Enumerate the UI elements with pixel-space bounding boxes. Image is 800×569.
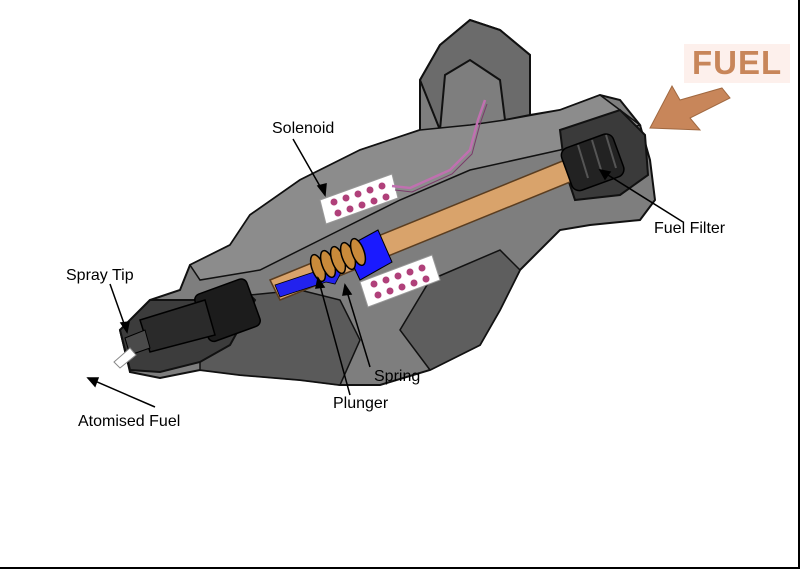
spring-coil [309,237,367,283]
solenoid-coil-upper [319,173,399,225]
atomised-spray [113,347,137,369]
solenoid-coil-lower [359,254,441,308]
label-spray-tip: Spray Tip [66,267,134,284]
label-fuel-filter: Fuel Filter [654,220,726,237]
label-atomised-fuel: Atomised Fuel [78,413,181,430]
label-plunger: Plunger [333,395,389,412]
solenoid-leader-arrowhead [316,183,327,197]
fuel-filter-leader [599,169,684,223]
atomised-fuel-leader-arrowhead [86,377,100,388]
spring-leader-arrowhead [342,283,353,296]
spray-tip-nozzle [124,278,261,356]
label-spring: Spring [374,368,421,385]
spray-tip-leader-arrowhead [119,321,130,334]
fuel-inlet-arrow [649,84,731,131]
fuel-filter-element [560,133,625,192]
spring-leader [344,284,371,368]
label-fuel: FUEL [684,44,791,83]
solenoid-wire-shadow [394,103,488,193]
fuel-filter-leader-arrowhead [598,168,612,181]
solenoid-wire [391,99,487,190]
label-solenoid: Solenoid [272,120,335,137]
atomised-fuel-leader [87,377,156,408]
plunger-leader-arrowhead [315,276,326,289]
plunger-leader [317,277,351,396]
